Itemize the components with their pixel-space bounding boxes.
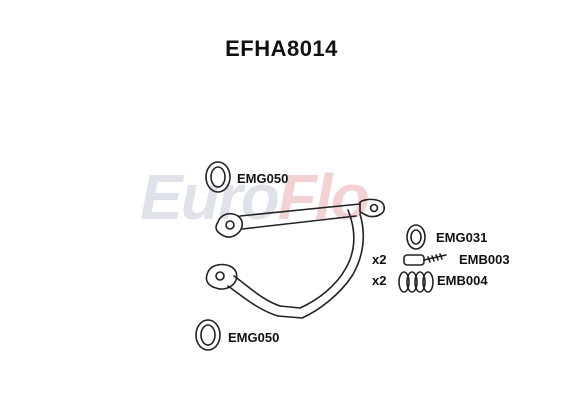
label-gasket-bottom: EMG050 (228, 330, 280, 345)
gasket-emg050-bottom[interactable] (195, 319, 221, 351)
bolt-emb003[interactable] (403, 253, 447, 266)
qty-bolt: x2 (372, 252, 387, 267)
gasket-emg031[interactable] (406, 224, 426, 250)
label-gasket-right: EMG031 (436, 230, 488, 245)
watermark-text-euro: Euro (140, 161, 280, 233)
label-spring: EMB004 (437, 273, 488, 288)
front-pipe-emfa8014[interactable] (205, 198, 386, 319)
label-gasket-top: EMG050 (237, 171, 289, 186)
euroflo-watermark: EuroFlo (140, 160, 370, 234)
label-bolt: EMB003 (459, 252, 510, 267)
part-number-title: EFHA8014 (225, 36, 338, 61)
spring-emb004[interactable] (398, 271, 434, 293)
watermark-text-flo: Flo (277, 161, 370, 233)
gasket-emg050-top[interactable] (205, 161, 231, 193)
qty-spring: x2 (372, 273, 387, 288)
